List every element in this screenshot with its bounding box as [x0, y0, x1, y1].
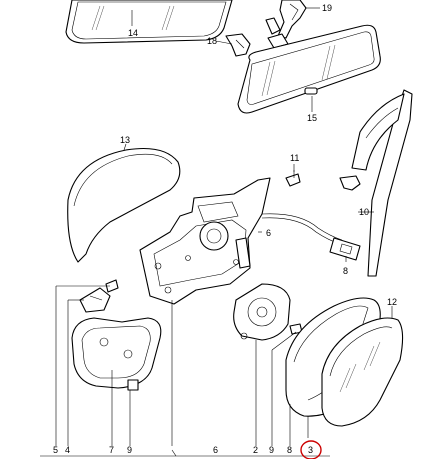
callout-4: 4: [65, 445, 70, 455]
callout-8-bottom: 8: [287, 445, 292, 455]
callout-7: 7: [109, 445, 114, 455]
highlight-circle-callout-3: [300, 440, 322, 459]
callout-10: 10: [359, 207, 369, 217]
callout-9-right: 9: [269, 445, 274, 455]
callout-8-top: 8: [343, 266, 348, 276]
callout-5: 5: [53, 445, 58, 455]
part-8-connector[interactable]: [329, 237, 361, 261]
callouts: 19 14 18 15 13 11 10 6 8 12 5 4 7 9 6 2 …: [53, 3, 397, 455]
part-7-lower-housing[interactable]: [71, 317, 162, 389]
part-5-screw[interactable]: [105, 279, 119, 293]
callout-3: 3: [308, 445, 313, 455]
part-4-cap[interactable]: [79, 287, 111, 313]
part-13-housing-cover[interactable]: [67, 147, 181, 263]
callout-15: 15: [307, 113, 317, 123]
leader-lines: [40, 7, 393, 457]
callout-6-bottom: 6: [213, 445, 218, 455]
callout-9-left: 9: [127, 445, 132, 455]
part-19-mirror-mount[interactable]: [265, 0, 307, 49]
part-15-interior-mirror-glass[interactable]: [237, 24, 381, 114]
callout-18: 18: [207, 36, 217, 46]
part-12-mirror-glass[interactable]: [321, 317, 404, 427]
callout-2: 2: [253, 445, 258, 455]
callout-19: 19: [322, 3, 332, 13]
part-18-clip[interactable]: [225, 33, 251, 57]
part-10-trim-panel[interactable]: [339, 89, 413, 277]
part-9-screw-left[interactable]: [127, 379, 139, 391]
mirror-bracket-assembly[interactable]: [139, 177, 343, 305]
callout-6-top: 6: [266, 228, 271, 238]
part-2-adjustment-motor[interactable]: [233, 283, 291, 341]
part-11-screw[interactable]: [285, 170, 301, 187]
callout-13: 13: [120, 135, 130, 145]
callout-12: 12: [387, 297, 397, 307]
part-14-interior-mirror[interactable]: [65, 0, 233, 44]
callout-14: 14: [128, 28, 138, 38]
callout-11: 11: [290, 153, 299, 163]
